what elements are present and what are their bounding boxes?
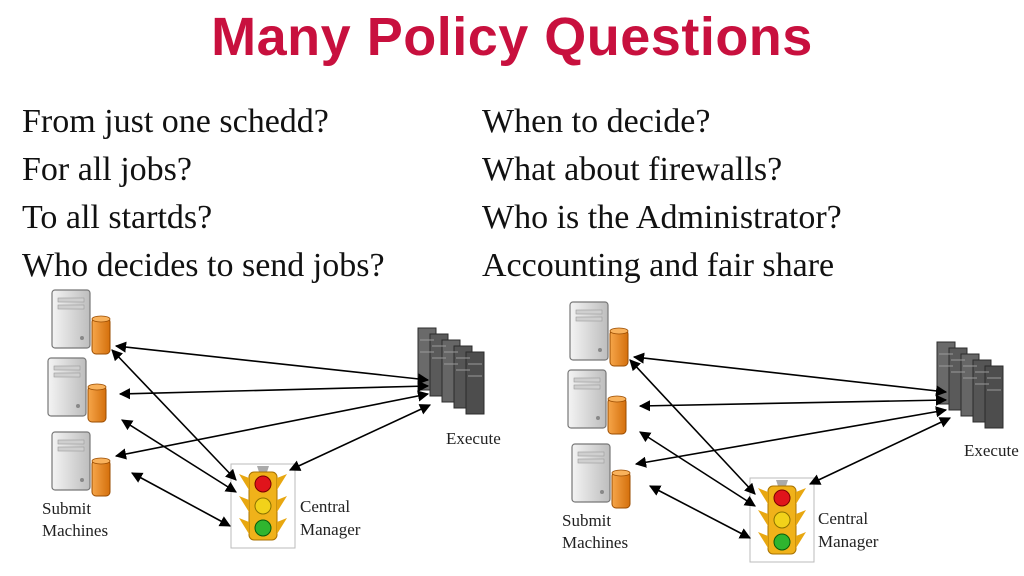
question-item: From just one schedd? (22, 103, 329, 140)
diagram-right: Submit Machines Central Manager Execute (562, 301, 1019, 563)
question-item: What about firewalls? (482, 151, 783, 188)
questions-left: From just one schedd? For all jobs? To a… (22, 98, 385, 290)
submit-label-line2: Machines (42, 521, 108, 540)
questions-right: When to decide? What about firewalls? Wh… (482, 98, 842, 290)
question-item: Who decides to send jobs? (22, 247, 385, 284)
submit-machine-icon (51, 289, 111, 355)
submit-machine-icon (51, 431, 111, 497)
central-manager-icon (230, 463, 296, 549)
question-item: To all startds? (22, 199, 213, 236)
diagram-left: Submit Machines Central Manager Execute (42, 289, 501, 549)
central-label-line2: Manager (300, 520, 361, 539)
submit-machine-icon (47, 357, 107, 423)
submit-machine-icon (569, 301, 629, 367)
execute-cluster-icon (936, 341, 1004, 429)
arrows-left (111, 341, 432, 527)
execute-label: Execute (964, 441, 1019, 460)
question-item: Accounting and fair share (482, 247, 835, 284)
question-item: Who is the Administrator? (482, 199, 842, 236)
page-title: Many Policy Questions (211, 7, 813, 67)
submit-machine-icon (571, 443, 631, 509)
arrows-right (629, 352, 952, 539)
submit-label-line2: Machines (562, 533, 628, 552)
submit-machine-icon (567, 369, 627, 435)
question-item: When to decide? (482, 103, 711, 140)
central-manager-icon (749, 477, 815, 563)
central-label-line1: Central (818, 509, 868, 528)
question-item: For all jobs? (22, 151, 192, 188)
execute-cluster-icon (417, 327, 485, 415)
submit-label-line1: Submit (562, 511, 611, 530)
central-label-line2: Manager (818, 532, 879, 551)
submit-label-line1: Submit (42, 499, 91, 518)
execute-label: Execute (446, 429, 501, 448)
central-label-line1: Central (300, 497, 350, 516)
